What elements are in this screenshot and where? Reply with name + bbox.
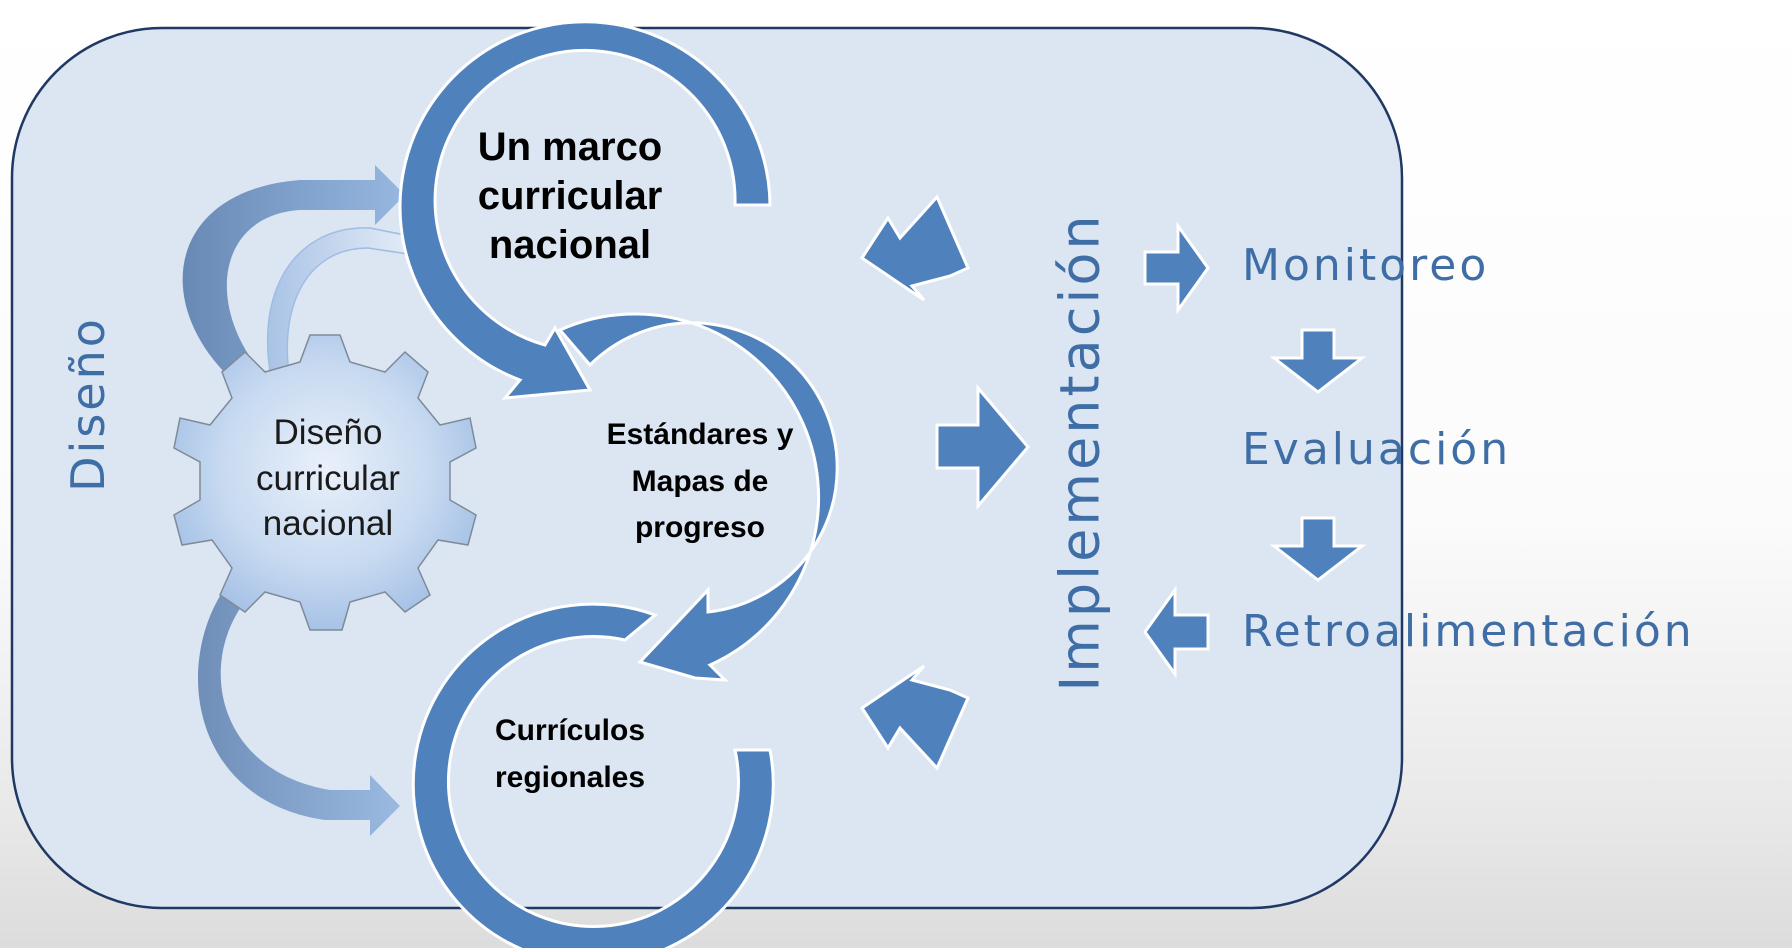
gear-label-line-3: nacional [262, 504, 394, 543]
gear-feed-arrow-top [182, 165, 405, 378]
step-retroalimentacion: Retroalimentación [1242, 606, 1695, 657]
cycle-arc-top [398, 20, 772, 400]
gear-shape [173, 334, 477, 631]
cycle-3-line-1: Currículos [494, 714, 646, 747]
cycle-2-line-3: progreso [634, 511, 766, 544]
arrow-down-to-evaluacion [1269, 328, 1367, 394]
cycle-arc-bottom [411, 602, 775, 948]
gear-label-line-2: curricular [256, 458, 400, 498]
cycle-3-label: Currículos regionales [455, 708, 685, 801]
cycle-3-line-2: regionales [494, 760, 646, 794]
step-evaluacion: Evaluación [1242, 424, 1512, 475]
block-arrow-to-implementation-2 [935, 383, 1030, 511]
design-vertical-label: Diseño [61, 316, 115, 492]
implementation-vertical-label: Implementación [1048, 212, 1112, 692]
block-arrow-to-implementation-1 [859, 194, 970, 302]
arrow-down-to-retroalimentacion [1269, 516, 1367, 582]
cycle-2-line-2: Mapas de [631, 464, 769, 498]
gear-feed-arrow-bottom [197, 575, 400, 836]
block-arrow-to-implementation-3 [859, 664, 970, 771]
cycle-2-label: Estándares y Mapas de progreso [575, 412, 825, 552]
cycle-1-line-2: curricular [477, 173, 663, 218]
cycle-1-line-1: Un marco [477, 125, 663, 169]
arrow-back-to-implementation [1143, 585, 1210, 679]
gear-label: Diseño curricular nacional [228, 410, 428, 547]
arrow-to-monitoreo [1143, 221, 1210, 315]
cycle-2-line-1: Estándares y [606, 418, 794, 451]
cycle-1-label: Un marco curricular nacional [455, 123, 685, 269]
cycle-arc-middle [557, 312, 839, 682]
gear-label-line-1: Diseño [273, 413, 383, 452]
step-monitoreo: Monitoreo [1242, 240, 1490, 291]
cycle-1-line-3: nacional [488, 222, 652, 267]
